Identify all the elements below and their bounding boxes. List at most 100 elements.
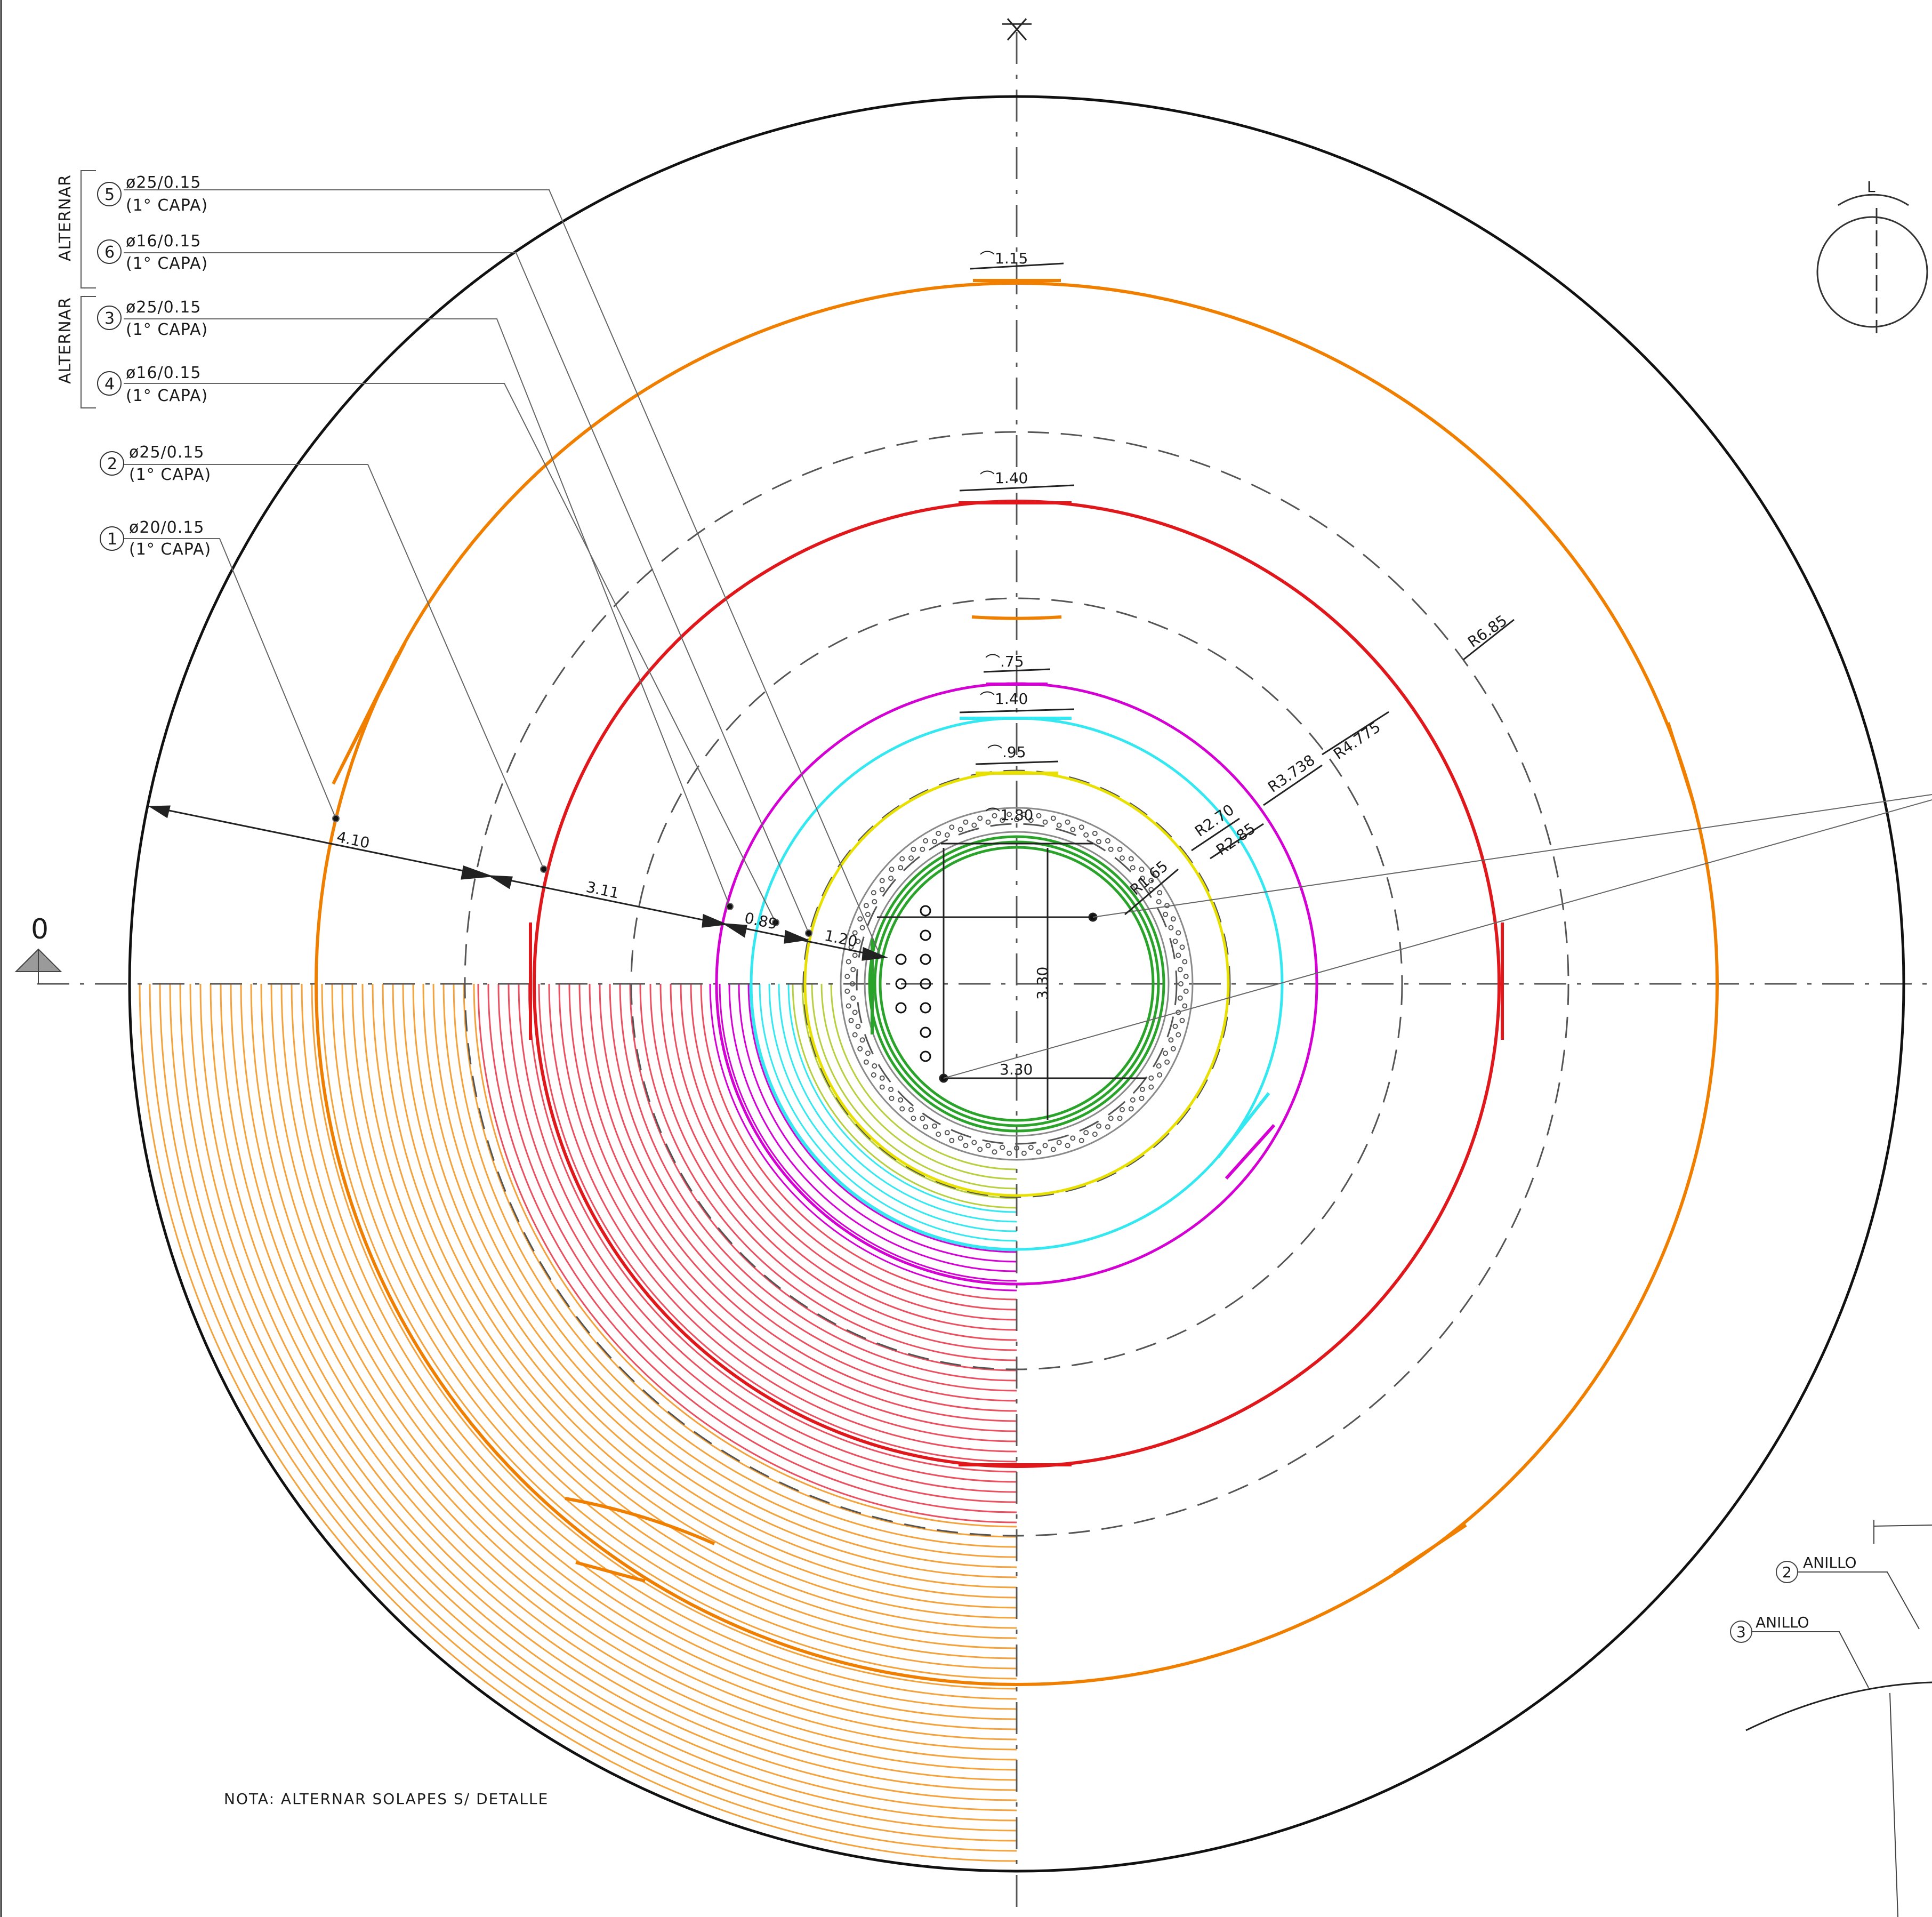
dimension-labels: ⌒1.15 ⌒1.40 ⌒.75 ⌒1.40 ⌒.95 ⌒1.80 R6.85 … — [335, 250, 1510, 1078]
rebar-arc — [792, 983, 1017, 1209]
rebar-arc — [518, 983, 1017, 1483]
rebar-arc — [341, 983, 1017, 1659]
arc-dim-095 — [975, 760, 1059, 765]
rebar-arc — [321, 983, 1017, 1680]
anchor-dot — [1172, 939, 1178, 944]
anchor-dot — [1021, 812, 1027, 817]
detail-arc — [1838, 194, 1909, 206]
anchor-dot — [1108, 1116, 1114, 1121]
anchor-dot — [1021, 1150, 1027, 1156]
arc-dim-115-label: ⌒1.15 — [980, 250, 1028, 267]
r4775-leader — [1322, 711, 1389, 756]
leader-4-dot — [772, 919, 779, 926]
legend-num: 2 — [107, 455, 118, 474]
anchor-dot — [923, 1124, 929, 1130]
bolt-hole — [920, 1002, 931, 1014]
rebar-arc — [280, 983, 1017, 1720]
anchor-dot — [1170, 1046, 1176, 1052]
r685-leader — [1463, 619, 1515, 661]
rebar-arc — [432, 983, 1017, 1568]
anchor-dot — [852, 952, 858, 958]
rebar-arc — [738, 983, 1017, 1263]
anchor-dot — [898, 865, 904, 871]
leader-detail-1 — [1092, 794, 1932, 918]
anchor-dot — [1065, 1143, 1070, 1149]
lap-orange-left — [565, 1497, 715, 1545]
anchor-dot — [992, 1149, 997, 1155]
rebar-arc — [412, 983, 1017, 1589]
rebar-arc — [291, 983, 1017, 1710]
rebar-arc — [199, 983, 1017, 1801]
detail-circle — [1816, 216, 1928, 328]
arc-dim-140-mid — [959, 708, 1075, 713]
arc-dim-140-top-label: ⌒1.40 — [980, 469, 1028, 487]
axis-marker-label: 0 — [31, 913, 49, 945]
bolt-hole — [920, 953, 931, 965]
anchor-dot — [1042, 819, 1048, 825]
legend-num: 3 — [104, 309, 115, 328]
ring-2-leader — [1798, 1571, 1920, 1630]
anchor-dot — [923, 838, 929, 844]
r285-leader — [1210, 823, 1264, 860]
anchor-dot — [1139, 1095, 1145, 1101]
anchor-dot — [844, 988, 850, 994]
anchor-dot — [1050, 815, 1056, 821]
anchor-dot — [1105, 838, 1110, 844]
rebar-arc — [179, 983, 1017, 1822]
anchor-dot — [1183, 974, 1189, 980]
outer-boundary-circle — [128, 95, 1905, 1873]
rebar-arc — [719, 983, 1017, 1282]
rebar-arc — [220, 983, 1017, 1781]
drawing-note: NOTA: ALTERNAR SOLAPES S/ DETALLE — [224, 1790, 549, 1808]
anchor-dot — [1092, 1132, 1098, 1137]
legend: ALTERNAR ALTERNAR 5 ø25/0.15 (1° CAPA) 6… — [56, 173, 211, 559]
anchor-dot — [850, 995, 856, 1001]
anchor-dot — [1139, 867, 1145, 872]
legend-layer: (1° CAPA) — [126, 254, 208, 273]
legend-leaders — [124, 189, 880, 955]
ring-2-label: ANILLO — [1803, 1554, 1857, 1571]
ring-3-leader — [1752, 1631, 1869, 1688]
anchor-dot — [936, 830, 941, 836]
anchor-dot — [1157, 890, 1163, 896]
rebar-arc — [210, 983, 1017, 1791]
bolt-hole — [895, 953, 907, 965]
anchor-dot — [1105, 1124, 1110, 1130]
anchor-dot — [872, 899, 878, 904]
anchor-dot — [850, 967, 856, 973]
anchor-dot — [985, 1143, 991, 1149]
rebar-arc — [139, 983, 1017, 1862]
arc-dim-140-mid-label: ⌒1.40 — [980, 690, 1028, 708]
ring-grey-inner — [864, 831, 1170, 1137]
anchor-dot — [1176, 1032, 1181, 1038]
ring-arc-lower — [1745, 1681, 1932, 1731]
r4775-label: R4.775 — [1330, 718, 1384, 763]
anchor-dot — [1168, 1037, 1174, 1043]
anchor-dot — [1078, 824, 1084, 830]
rebar-arc — [749, 983, 1017, 1252]
arrow-head — [724, 923, 747, 938]
anchor-dot — [1148, 1084, 1154, 1090]
anchor-dot — [889, 1095, 895, 1101]
lap-cyan-right — [1217, 1092, 1270, 1158]
bolt-hole — [895, 1002, 907, 1014]
layer-dimension-line — [148, 805, 888, 961]
anchor-dot — [1117, 846, 1123, 852]
legend-circle-5 — [97, 182, 122, 206]
legend-num: 1 — [107, 530, 118, 549]
rebar-arc — [659, 983, 1017, 1341]
bolt-hole — [920, 929, 931, 941]
bracket-group-1 — [80, 170, 96, 288]
anchor-dot — [855, 939, 861, 944]
rebar-arc — [382, 983, 1017, 1619]
rebar-fan-lower-left — [128, 983, 1017, 1872]
anchor-dot — [879, 878, 885, 884]
anchor-dot — [944, 1130, 950, 1136]
arrow-head — [461, 865, 491, 880]
ring-3-number: 3 — [1736, 1623, 1746, 1641]
anchor-dot — [1050, 1146, 1056, 1152]
anchor-dot — [1028, 1144, 1034, 1150]
anchor-dot — [865, 1050, 871, 1056]
lap-orange-lower-right — [1393, 1523, 1467, 1575]
